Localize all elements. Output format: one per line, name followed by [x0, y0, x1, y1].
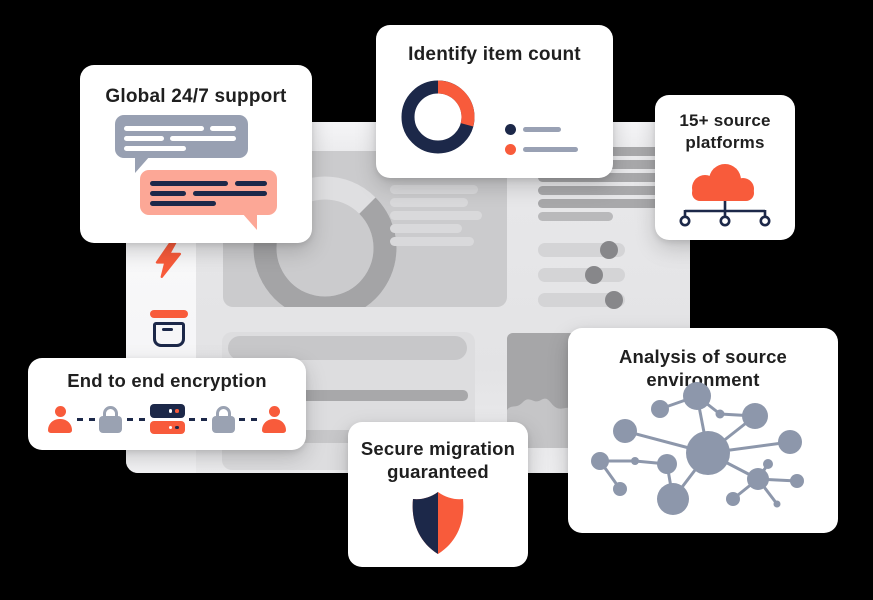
card-global-support: Global 24/7 support: [80, 65, 312, 243]
donut-chart-icon: [401, 80, 475, 154]
text-placeholder-line: [390, 211, 482, 220]
legend-dot-icon: [505, 124, 516, 135]
card-source-platforms: 15+ source platforms: [655, 95, 795, 240]
legend-line: [523, 127, 561, 132]
server-icon: [149, 404, 185, 434]
card-title: Secure migration guaranteed: [360, 438, 516, 482]
bar-placeholder: [228, 336, 467, 360]
encryption-chain-illustration: [48, 400, 286, 438]
card-item-count: Identify item count: [376, 25, 613, 178]
chart-legend: [505, 124, 578, 164]
chat-bubble-icon: [115, 115, 248, 173]
donut-chart-placeholder: [253, 176, 397, 307]
dashed-connector: [76, 417, 95, 421]
lock-icon: [211, 405, 235, 433]
slider-placeholder: [538, 266, 625, 284]
shield-icon: [412, 492, 464, 554]
card-source-analysis: Analysis of source environment: [568, 328, 838, 533]
dashed-connector: [239, 417, 258, 421]
card-title: Global 24/7 support: [105, 86, 287, 107]
card-title: End to end encryption: [67, 370, 267, 391]
card-encryption: End to end encryption: [28, 358, 306, 450]
text-placeholder-line: [538, 212, 613, 221]
lock-icon: [99, 405, 123, 433]
card-title: Identify item count: [408, 44, 581, 65]
slider-knob: [600, 241, 618, 259]
legend-line: [523, 147, 578, 152]
slider-knob: [605, 291, 623, 309]
card-title: 15+ source platforms: [679, 111, 771, 152]
text-placeholder-line: [390, 185, 478, 194]
slider-placeholder: [538, 241, 625, 259]
card-secure-migration: Secure migration guaranteed: [348, 422, 528, 567]
archive-icon: [150, 310, 188, 347]
text-placeholder-line: [390, 237, 474, 246]
slider-knob: [585, 266, 603, 284]
cloud-network-icon: [679, 164, 771, 227]
legend-item: [505, 144, 578, 155]
network-graph-illustration: [591, 382, 804, 515]
text-placeholder-line: [538, 186, 665, 195]
person-icon: [262, 405, 286, 433]
text-placeholder-line: [390, 224, 462, 233]
lightning-icon: [155, 242, 181, 278]
dashed-connector: [126, 417, 145, 421]
bar-placeholder: [232, 390, 468, 401]
text-placeholder-line: [390, 198, 468, 207]
legend-item: [505, 124, 578, 135]
chat-bubble-icon: [140, 170, 277, 230]
slider-placeholder: [538, 291, 625, 309]
legend-dot-icon: [505, 144, 516, 155]
card-title: Analysis of source environment: [618, 346, 788, 390]
dashed-connector: [189, 417, 208, 421]
person-icon: [48, 405, 72, 433]
text-placeholder-line: [538, 199, 665, 208]
